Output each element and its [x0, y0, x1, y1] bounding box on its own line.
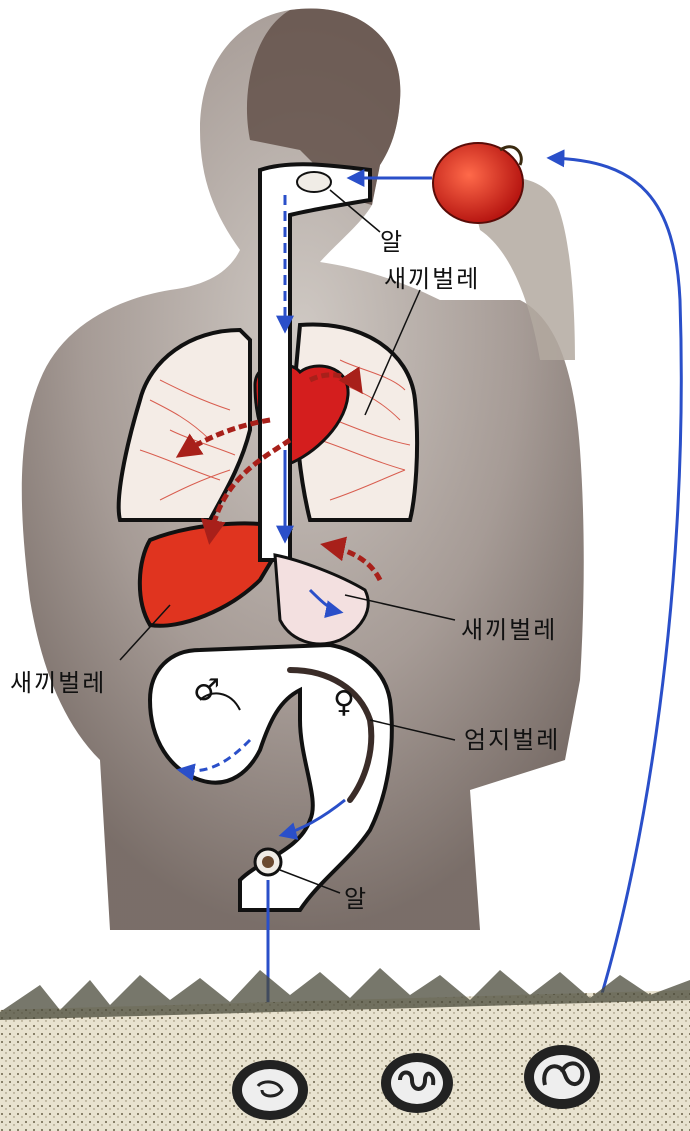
ground — [0, 968, 690, 1131]
egg-mouth-icon — [297, 172, 331, 192]
egg-intestine-icon — [255, 849, 281, 875]
soil-egg-3-icon — [524, 1045, 600, 1109]
female-symbol: ♀ — [333, 688, 357, 718]
label-larva-liver: 새끼벌레 — [10, 671, 106, 695]
soil-egg-1-icon — [232, 1060, 308, 1120]
label-egg-mouth: 알 — [380, 230, 404, 254]
male-symbol: ♂ — [193, 676, 222, 706]
apple — [433, 143, 523, 223]
label-egg-intestine: 알 — [344, 887, 368, 911]
soil-egg-2-icon — [381, 1053, 453, 1113]
label-larva-lung: 새끼벌레 — [384, 267, 480, 291]
label-larva-stomach: 새끼벌레 — [461, 618, 557, 642]
label-adult-worm: 엄지벌레 — [464, 728, 560, 752]
